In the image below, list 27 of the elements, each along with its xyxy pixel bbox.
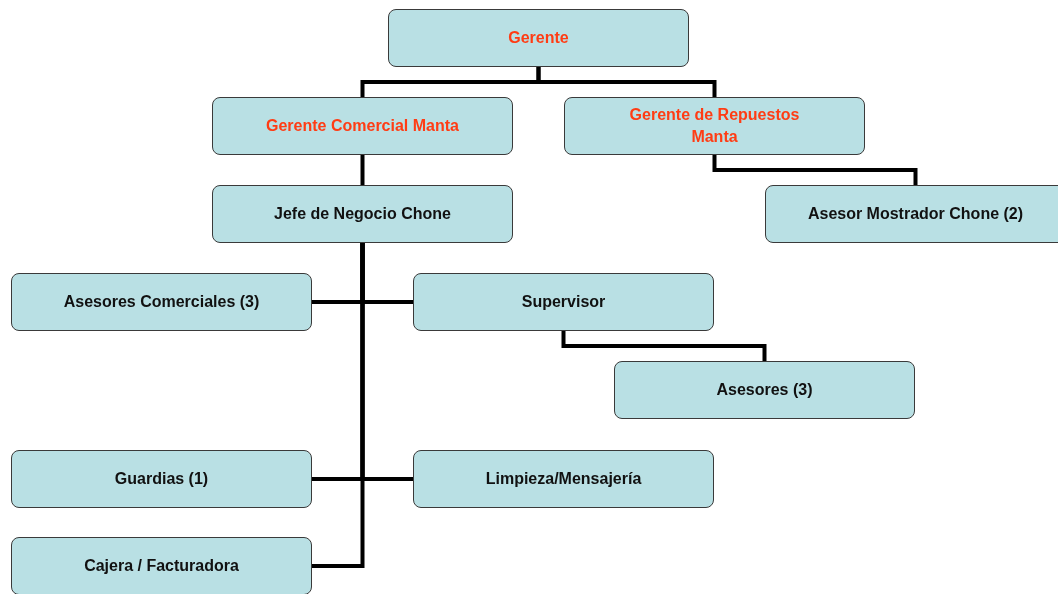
role-title: Cajera / Facturadora bbox=[84, 556, 239, 576]
org-box bbox=[11, 450, 312, 508]
org-box bbox=[11, 537, 312, 594]
org-box bbox=[388, 9, 689, 67]
org-box bbox=[413, 450, 714, 508]
role-title: Supervisor bbox=[521, 292, 606, 312]
role-title: Gerente Comercial Manta bbox=[266, 116, 459, 136]
role-title: Limpieza/Mensajería bbox=[485, 469, 642, 489]
connector-line bbox=[536, 67, 717, 97]
org-box bbox=[765, 185, 1058, 243]
role-title: Asesores Comerciales (3) bbox=[63, 292, 260, 312]
org-box bbox=[212, 185, 513, 243]
connector-line bbox=[360, 155, 365, 185]
role-title: Jefe de Negocio Chone bbox=[274, 204, 451, 224]
connector-line bbox=[312, 243, 365, 568]
role-title: Asesor Mostrador Chone (2) bbox=[807, 204, 1024, 224]
org-box bbox=[11, 273, 312, 331]
org-box bbox=[212, 97, 513, 155]
org-box bbox=[413, 273, 714, 331]
role-title: Gerente de Repuestos Manta bbox=[628, 105, 801, 147]
role-title: Asesores (3) bbox=[716, 380, 813, 400]
connector-line bbox=[561, 331, 767, 361]
org-box bbox=[564, 97, 865, 155]
role-title: Guardias (1) bbox=[114, 469, 209, 489]
role-title: Gerente bbox=[508, 28, 569, 48]
connector-line bbox=[712, 155, 918, 185]
org-box bbox=[614, 361, 915, 419]
